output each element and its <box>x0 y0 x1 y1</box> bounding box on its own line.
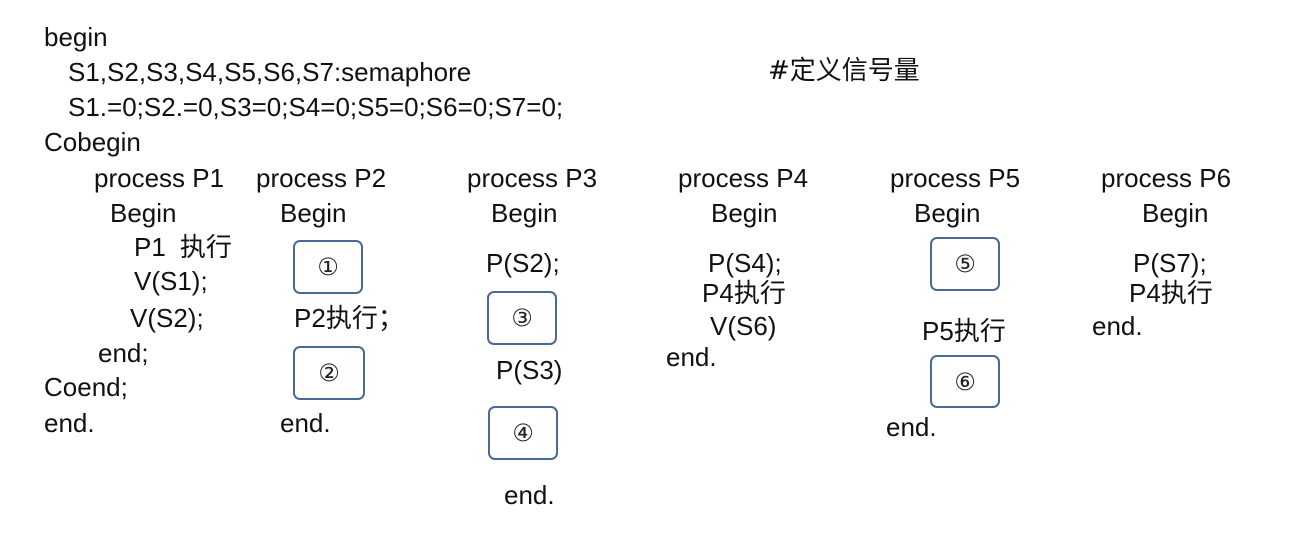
p4-end: end. <box>666 342 717 372</box>
coend-keyword: Coend; <box>44 372 128 402</box>
semaphore-declaration: S1,S2,S3,S4,S5,S6,S7:semaphore <box>68 57 472 87</box>
p2-box-1: ① <box>293 240 363 294</box>
p4-wait-s4: P(S4); <box>708 248 782 278</box>
p4-begin: Begin <box>711 198 778 228</box>
p5-box-6: ⑥ <box>930 355 1000 408</box>
p3-wait-s3: P(S3) <box>496 355 563 385</box>
p6-end: end. <box>1092 311 1143 341</box>
p3-wait-s2: P(S2); <box>486 248 560 278</box>
cobegin-keyword: Cobegin <box>44 127 141 157</box>
p2-exec-line: P2执行； <box>294 305 404 332</box>
p2-exec-word: 执行； <box>325 304 404 334</box>
p1-title: process P1 <box>94 163 225 193</box>
p1-begin: Begin <box>110 198 177 228</box>
declaration-comment: #定义信号量 <box>768 56 920 86</box>
p1-end: end; <box>98 338 149 368</box>
p1-exec-line: P1 执行 <box>134 234 232 261</box>
p6-exec-label: P4 <box>1129 278 1161 308</box>
p6-begin: Begin <box>1142 198 1209 228</box>
p5-title: process P5 <box>890 163 1021 193</box>
p1-exec-word: 执行 <box>179 233 232 263</box>
p5-begin: Begin <box>914 198 981 228</box>
p2-end: end. <box>280 408 331 438</box>
p4-title: process P4 <box>678 163 809 193</box>
p5-box-5: ⑤ <box>930 237 1000 291</box>
p1-signal-s2: V(S2); <box>130 303 204 333</box>
p4-signal-s6: V(S6) <box>710 311 777 341</box>
semaphore-init: S1.=0;S2.=0,S3=0;S4=0;S5=0;S6=0;S7=0; <box>68 92 564 122</box>
p6-wait-s7: P(S7); <box>1133 248 1207 278</box>
p2-begin: Begin <box>280 198 347 228</box>
p4-exec-line: P4执行 <box>702 280 786 307</box>
p1-exec-label: P1 <box>134 232 166 262</box>
p5-exec-word: 执行 <box>953 317 1006 347</box>
p3-end: end. <box>504 480 555 510</box>
p6-title: process P6 <box>1101 163 1232 193</box>
p1-signal-s1: V(S1); <box>134 266 208 296</box>
p2-exec-label: P2 <box>294 303 326 333</box>
p5-exec-line: P5执行 <box>922 318 1006 345</box>
p6-exec-line: P4执行 <box>1129 280 1213 307</box>
p2-title: process P2 <box>256 163 387 193</box>
p3-title: process P3 <box>467 163 598 193</box>
p6-exec-word: 执行 <box>1160 279 1213 309</box>
p3-box-3: ③ <box>487 291 557 345</box>
p4-exec-label: P4 <box>702 278 734 308</box>
p4-exec-word: 执行 <box>733 279 786 309</box>
p3-begin: Begin <box>491 198 558 228</box>
p3-box-4: ④ <box>488 406 558 460</box>
header-begin: begin <box>44 22 108 52</box>
p5-end: end. <box>886 412 937 442</box>
p5-exec-label: P5 <box>922 316 954 346</box>
p2-box-2: ② <box>293 346 365 400</box>
program-end: end. <box>44 408 95 438</box>
